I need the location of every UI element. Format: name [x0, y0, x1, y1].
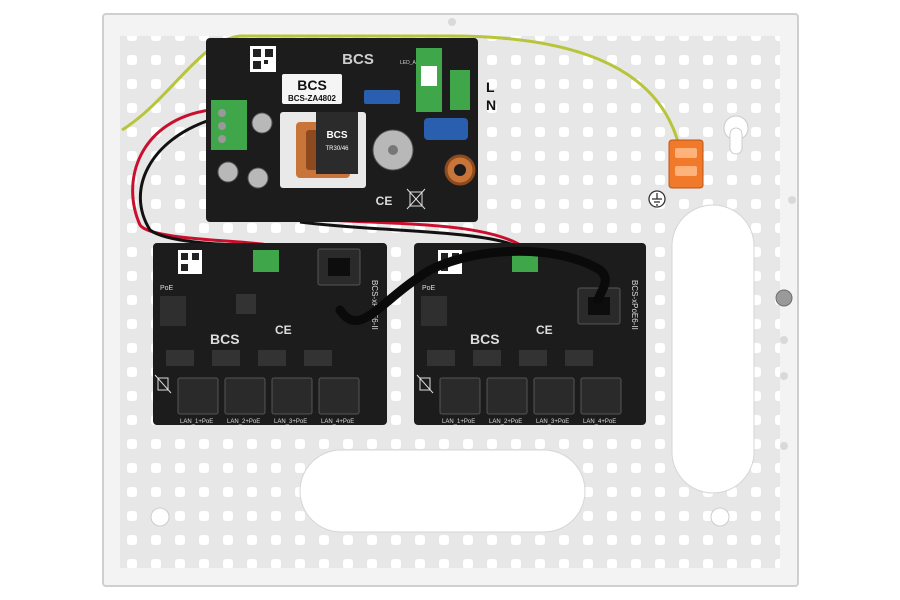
switch-2-ce-mark: CE [536, 323, 553, 337]
psu-led-label: LED_AC [400, 60, 420, 66]
rj45-port[interactable] [318, 377, 360, 415]
switch-1-brand: BCS [210, 331, 240, 347]
transformer-label: TR30/46 [325, 146, 349, 152]
switch-2-side-label: BCS-xPoE6-II [630, 280, 639, 330]
switch-1-side-label: BCS-xPoE6-II [370, 280, 379, 330]
switch-2-brand: BCS [470, 331, 500, 347]
switch-2-ports [439, 377, 622, 415]
mains-label-l: L [486, 79, 495, 95]
rj45-port[interactable] [177, 377, 219, 415]
switch-1-weee-bin-icon [154, 374, 172, 394]
switch-2-poe-label: PoE [422, 285, 436, 292]
switch-1-port-label-3: LAN_3+PoE [274, 419, 307, 425]
psu-brand-sticker: BCS [297, 77, 327, 93]
switch-2-port-label-4: LAN_4+PoE [583, 419, 616, 425]
power-supply-board: BCS BCS-ZA4802 BCS LED_AC BCS TR30/46 CE [206, 38, 478, 222]
switch-1-poe-label: PoE [160, 285, 174, 292]
rj45-port[interactable] [439, 377, 481, 415]
weee-bin-icon [406, 188, 426, 210]
rj45-port[interactable] [271, 377, 313, 415]
red-power-wire [131, 108, 269, 247]
switch-2-weee-bin-icon [416, 374, 434, 394]
rj45-port[interactable] [580, 377, 622, 415]
patch-cable [335, 246, 610, 326]
poe-switch-board-1: PoE CE BCS BCS-xPoE6-II LAN_1+PoE LAN_2+… [153, 243, 387, 425]
switch-2-port-label-1: LAN_1+PoE [442, 419, 475, 425]
switch-2-port-label-2: LAN_2+PoE [489, 419, 522, 425]
black-power-wire-2 [299, 220, 517, 248]
switch-1-port-label-4: LAN_4+PoE [321, 419, 354, 425]
poe-switch-board-2: PoE CE BCS BCS-xPoE6-II LAN_1+PoE LAN_2+… [414, 243, 646, 425]
earth-wire [121, 34, 682, 151]
earth-terminal-block [668, 139, 704, 189]
mains-label-n: N [486, 97, 496, 113]
switch-1-ports [177, 377, 360, 415]
rj45-port[interactable] [533, 377, 575, 415]
rj45-port[interactable] [224, 377, 266, 415]
transformer-brand: BCS [326, 130, 347, 141]
switch-1-port-label-2: LAN_2+PoE [227, 419, 260, 425]
psu-brand-print: BCS [342, 51, 374, 68]
switch-1-ce-mark: CE [275, 323, 292, 337]
rj45-port[interactable] [486, 377, 528, 415]
switch-2-port-label-3: LAN_3+PoE [536, 419, 569, 425]
psu-model-label: BCS-ZA4802 [288, 94, 337, 103]
psu-ce-mark: CE [376, 194, 393, 208]
switch-1-port-label-1: LAN_1+PoE [180, 419, 213, 425]
ground-symbol-icon [648, 190, 666, 208]
